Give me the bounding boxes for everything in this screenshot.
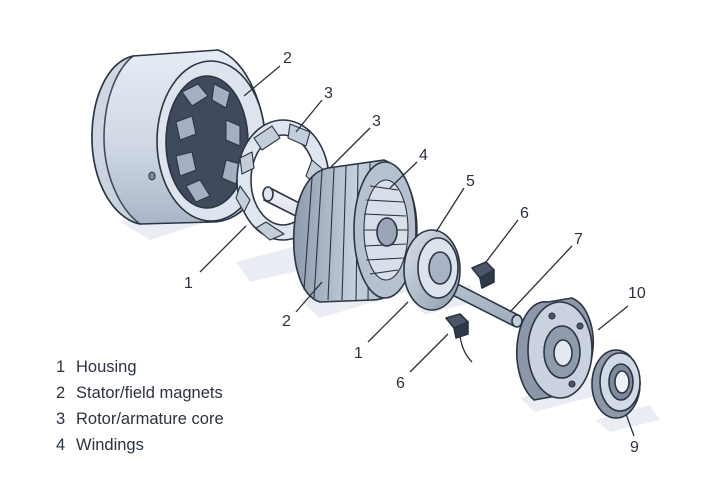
- callout-magnet-ring-bottom: 1: [184, 275, 193, 292]
- end-cap-part: [515, 297, 594, 401]
- legend-item: 2 Stator/field magnets: [56, 380, 224, 406]
- legend-text: Housing: [76, 358, 137, 376]
- legend-text: Windings: [76, 436, 144, 454]
- callout-rotor-top: 3: [372, 113, 381, 130]
- legend-item: 1 Housing: [56, 354, 224, 380]
- brush-bottom-part: [445, 313, 473, 363]
- parts-legend: 1 Housing 2 Stator/field magnets 3 Rotor/ar…: [56, 354, 224, 458]
- callout-bearing: 9: [630, 439, 639, 456]
- callout-commutator-top: 5: [466, 173, 475, 190]
- legend-item: 3 Rotor/armature core: [56, 406, 224, 432]
- legend-text: Rotor/armature core: [76, 410, 224, 428]
- callout-labels: 2 3 3 4 5 6 7 10 1 2 1 6 9: [184, 50, 646, 456]
- legend-number: 3: [56, 410, 66, 428]
- callout-brush-bottom: 6: [396, 375, 405, 392]
- bearing-part: [591, 349, 641, 419]
- brush-top-part: [471, 261, 495, 289]
- commutator-part: [403, 229, 461, 311]
- callout-commutator-bottom: 1: [354, 345, 363, 362]
- rotor-armature-part: [292, 159, 418, 303]
- legend-number: 1: [56, 358, 66, 376]
- legend-number: 2: [56, 384, 66, 402]
- callout-magnet-ring: 3: [324, 85, 333, 102]
- callout-rotor-bottom: 2: [282, 313, 291, 330]
- callout-windings: 4: [419, 147, 428, 164]
- callout-housing: 2: [283, 50, 292, 67]
- legend-number: 4: [56, 436, 66, 454]
- callout-shaft: 7: [574, 231, 583, 248]
- callout-brush-top: 6: [520, 205, 529, 222]
- callout-end-cap: 10: [628, 285, 646, 302]
- legend-item: 4 Windings: [56, 432, 224, 458]
- legend-text: Stator/field magnets: [76, 384, 223, 402]
- leader-lines: [199, 65, 635, 437]
